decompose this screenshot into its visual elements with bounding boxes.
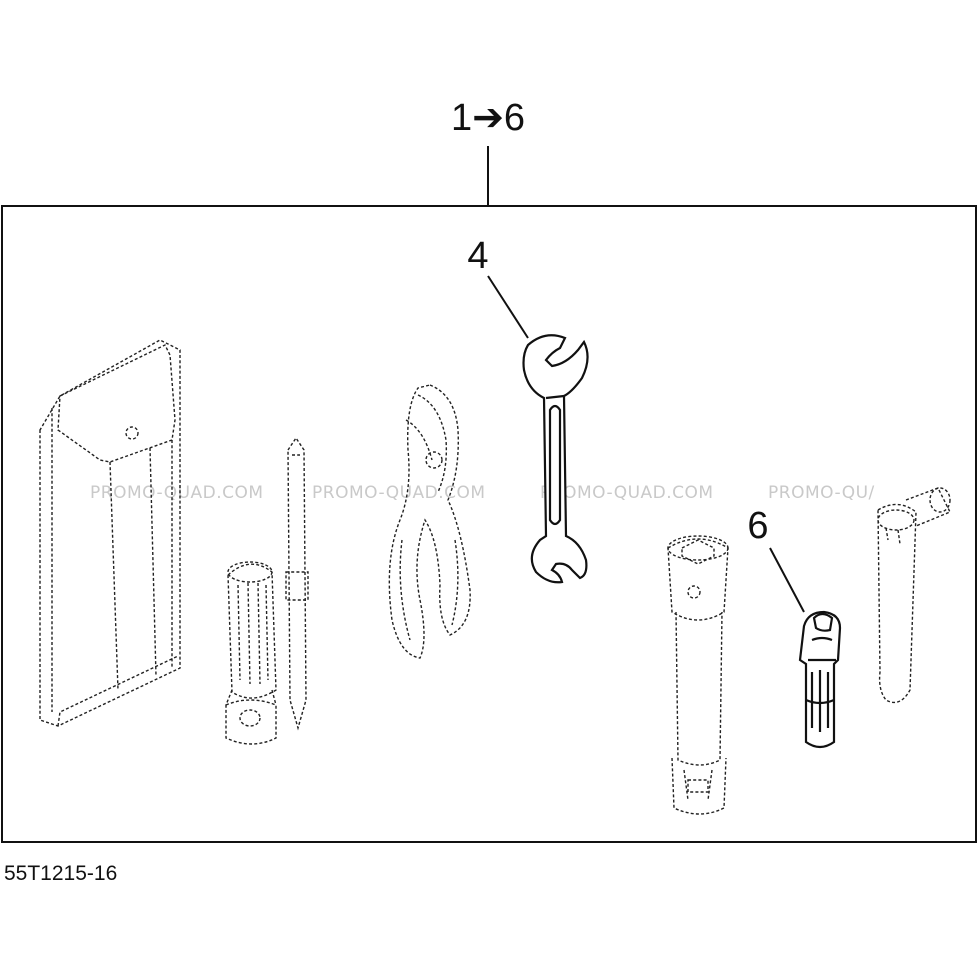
kit-frame — [1, 205, 977, 843]
callout-6-leader — [769, 547, 805, 613]
group-range-label: 1➔6 — [451, 97, 525, 139]
t-handle-wrench — [877, 487, 951, 704]
pliers — [388, 384, 471, 659]
callout-4-leader — [487, 275, 529, 339]
open-end-wrench — [522, 334, 589, 584]
screwdriver-handle — [225, 561, 277, 745]
watermark-4: PROMO-QU/ — [768, 483, 875, 503]
callout-4-label: 4 — [467, 235, 488, 277]
watermark-2: PROMO-QUAD.COM — [312, 483, 486, 503]
screwdriver-bit — [285, 436, 309, 731]
callout-6-label: 6 — [747, 505, 768, 547]
box-spanner — [667, 535, 729, 815]
watermark-1: PROMO-QUAD.COM — [90, 483, 264, 503]
drawing-code: 55T1215-16 — [4, 862, 117, 885]
watermark-3: PROMO-QUAD.COM — [540, 483, 714, 503]
spark-plug-socket — [798, 610, 842, 749]
tool-pouch — [39, 339, 181, 727]
